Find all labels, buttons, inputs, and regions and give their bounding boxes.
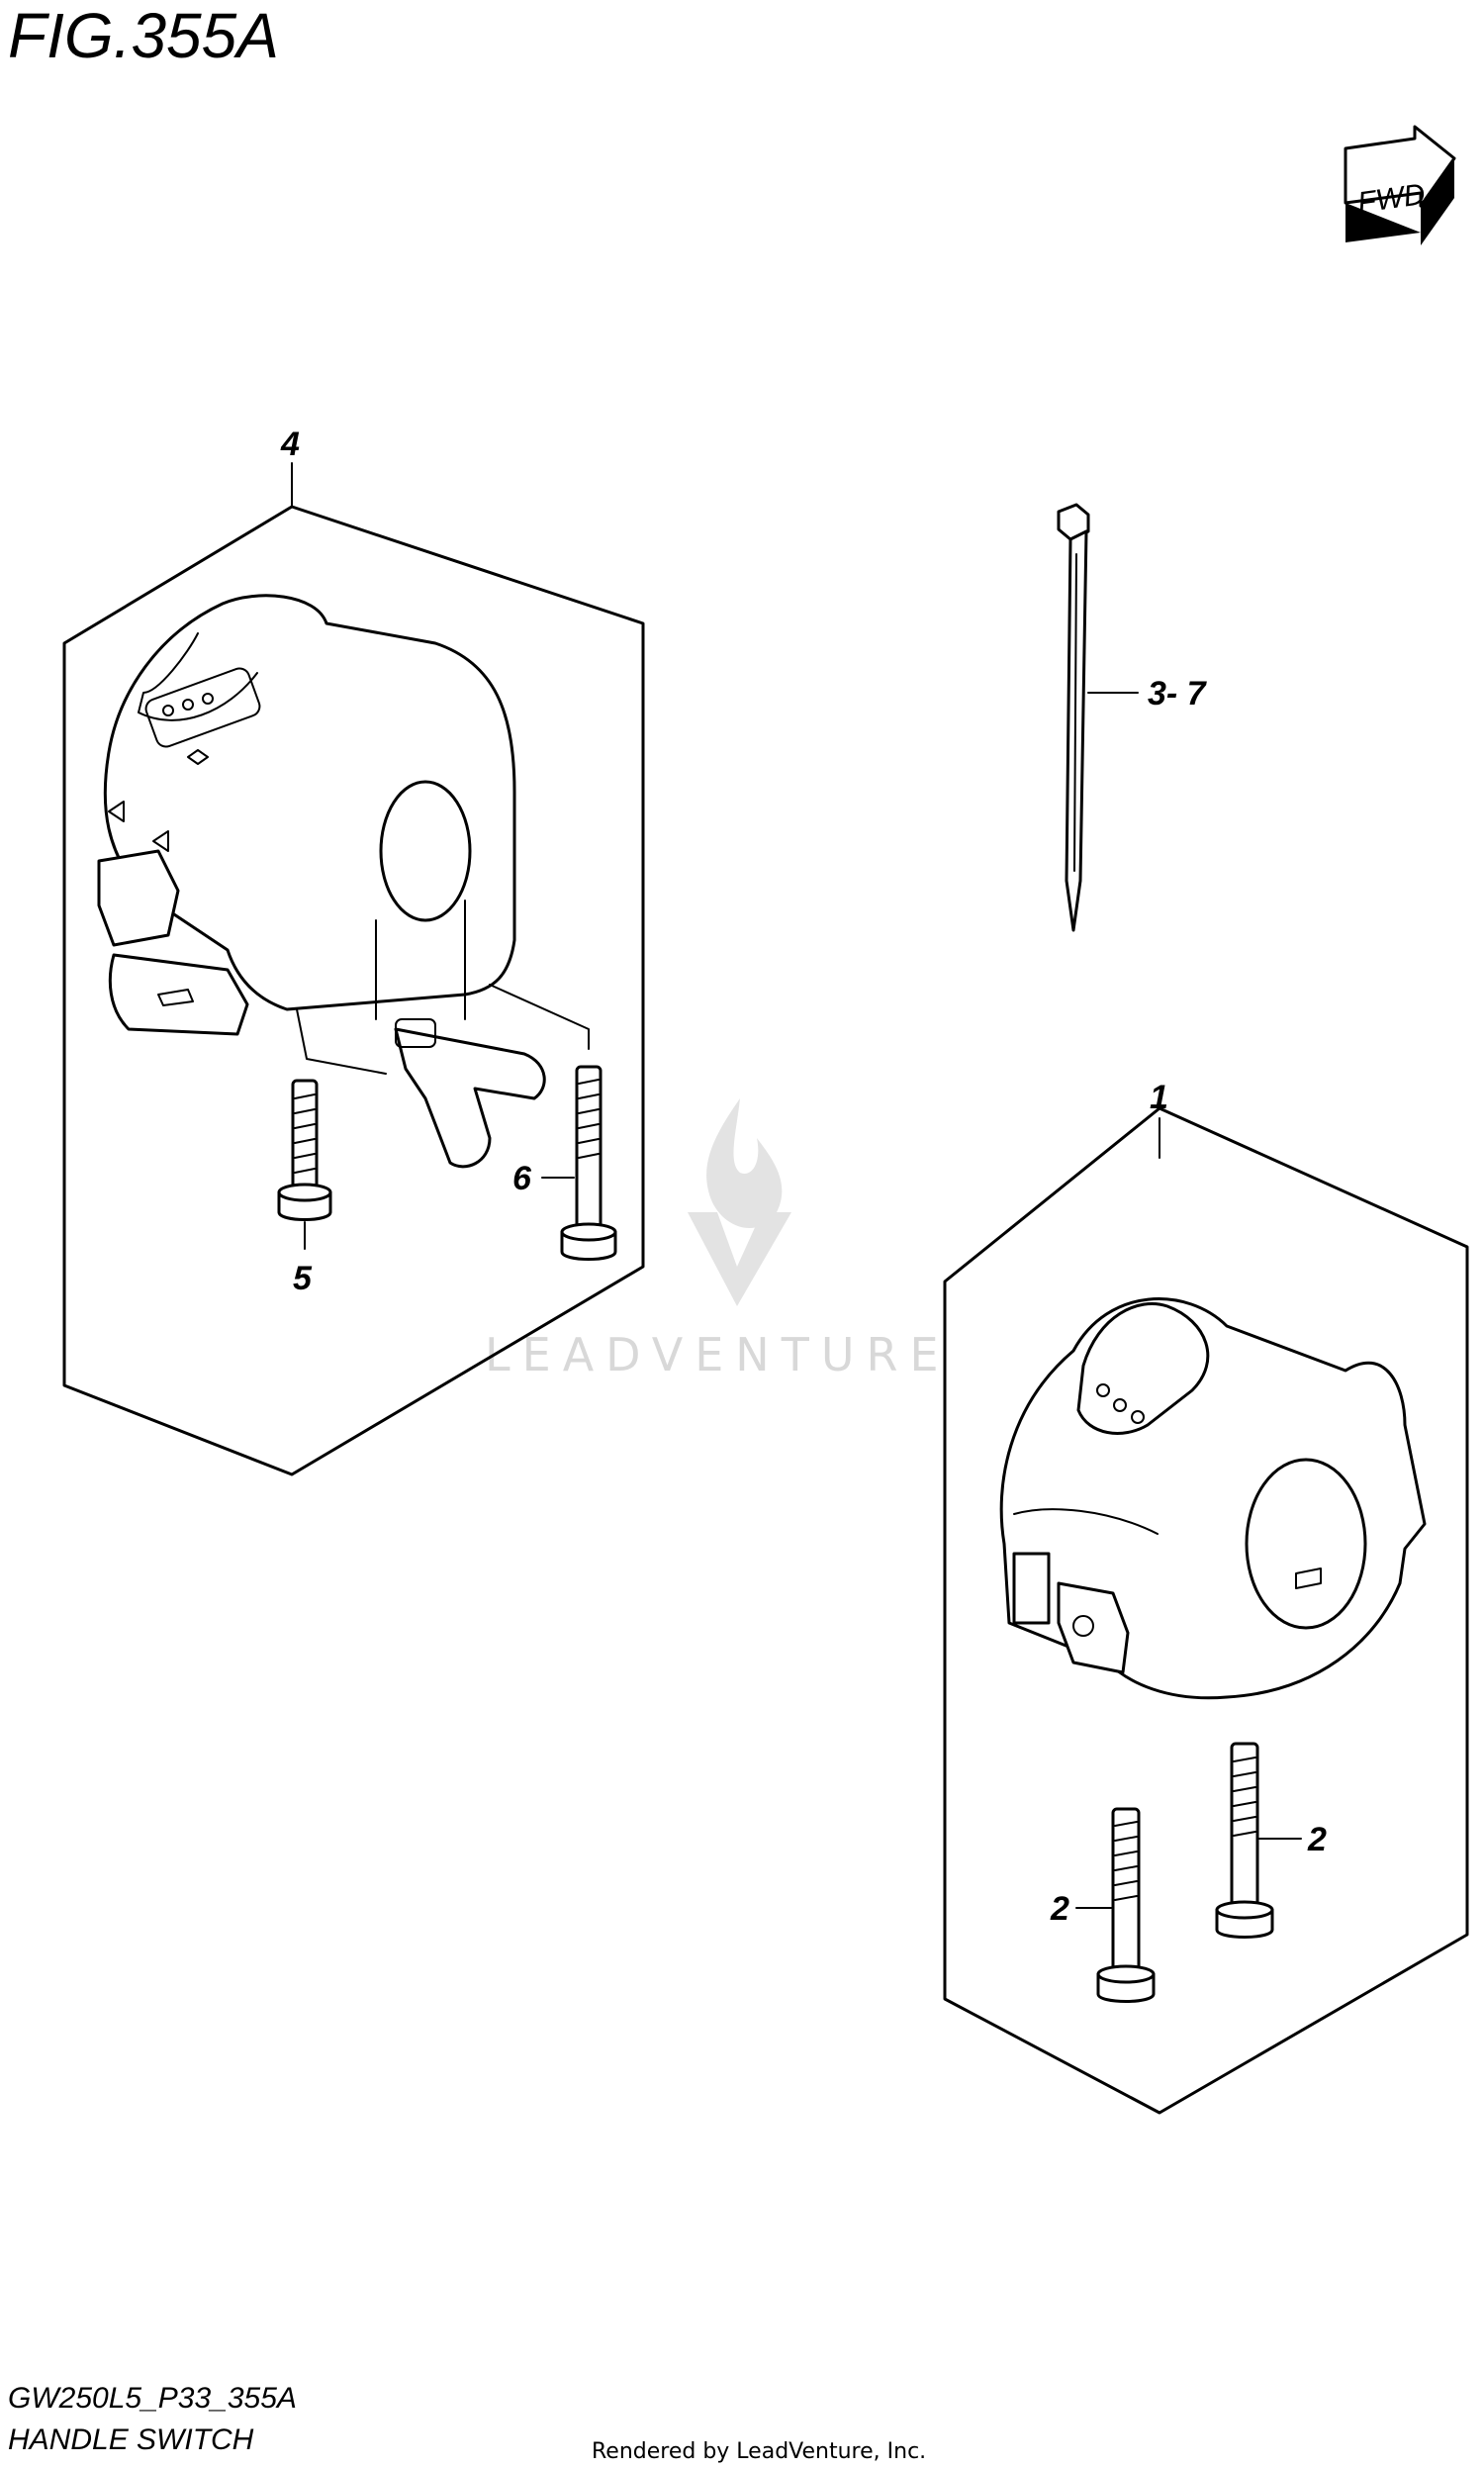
watermark-text: LEADVENTURE [485,1328,951,1381]
left-group-frame [62,505,645,1476]
callout-screw-right-b: 2 [1050,1890,1069,1928]
model-code: GW250L5_P33_355A [8,2382,297,2415]
screw-5 [277,1079,332,1221]
fwd-arrow-icon: FWD [1344,125,1456,245]
left-handle-switch [97,594,546,1169]
watermark: LEADVENTURE [485,1098,951,1381]
callout-screw-long: 6 [512,1160,532,1197]
right-group-frame [943,1106,1469,2115]
leader-line-6-guide [489,984,590,1050]
fwd-label: FWD [1355,178,1427,220]
callout-cable-tie: 3- 7 [1148,675,1208,712]
figure-caption: HANDLE SWITCH [8,2423,254,2456]
figure-title: FIG.355A [8,0,279,71]
callout-screw-right-a: 2 [1307,1821,1327,1858]
cable-tie [1057,503,1090,932]
callout-right-switch: 1 [1150,1079,1168,1116]
callout-screw-short: 5 [293,1260,313,1297]
screw-2-left [1096,1807,1156,2003]
screw-2-right [1215,1742,1274,1939]
right-handle-switch [999,1297,1427,1700]
callout-left-switch: 4 [280,426,300,463]
screw-6 [560,1065,617,1261]
rendered-by: Rendered by LeadVenture, Inc. [592,2439,926,2464]
